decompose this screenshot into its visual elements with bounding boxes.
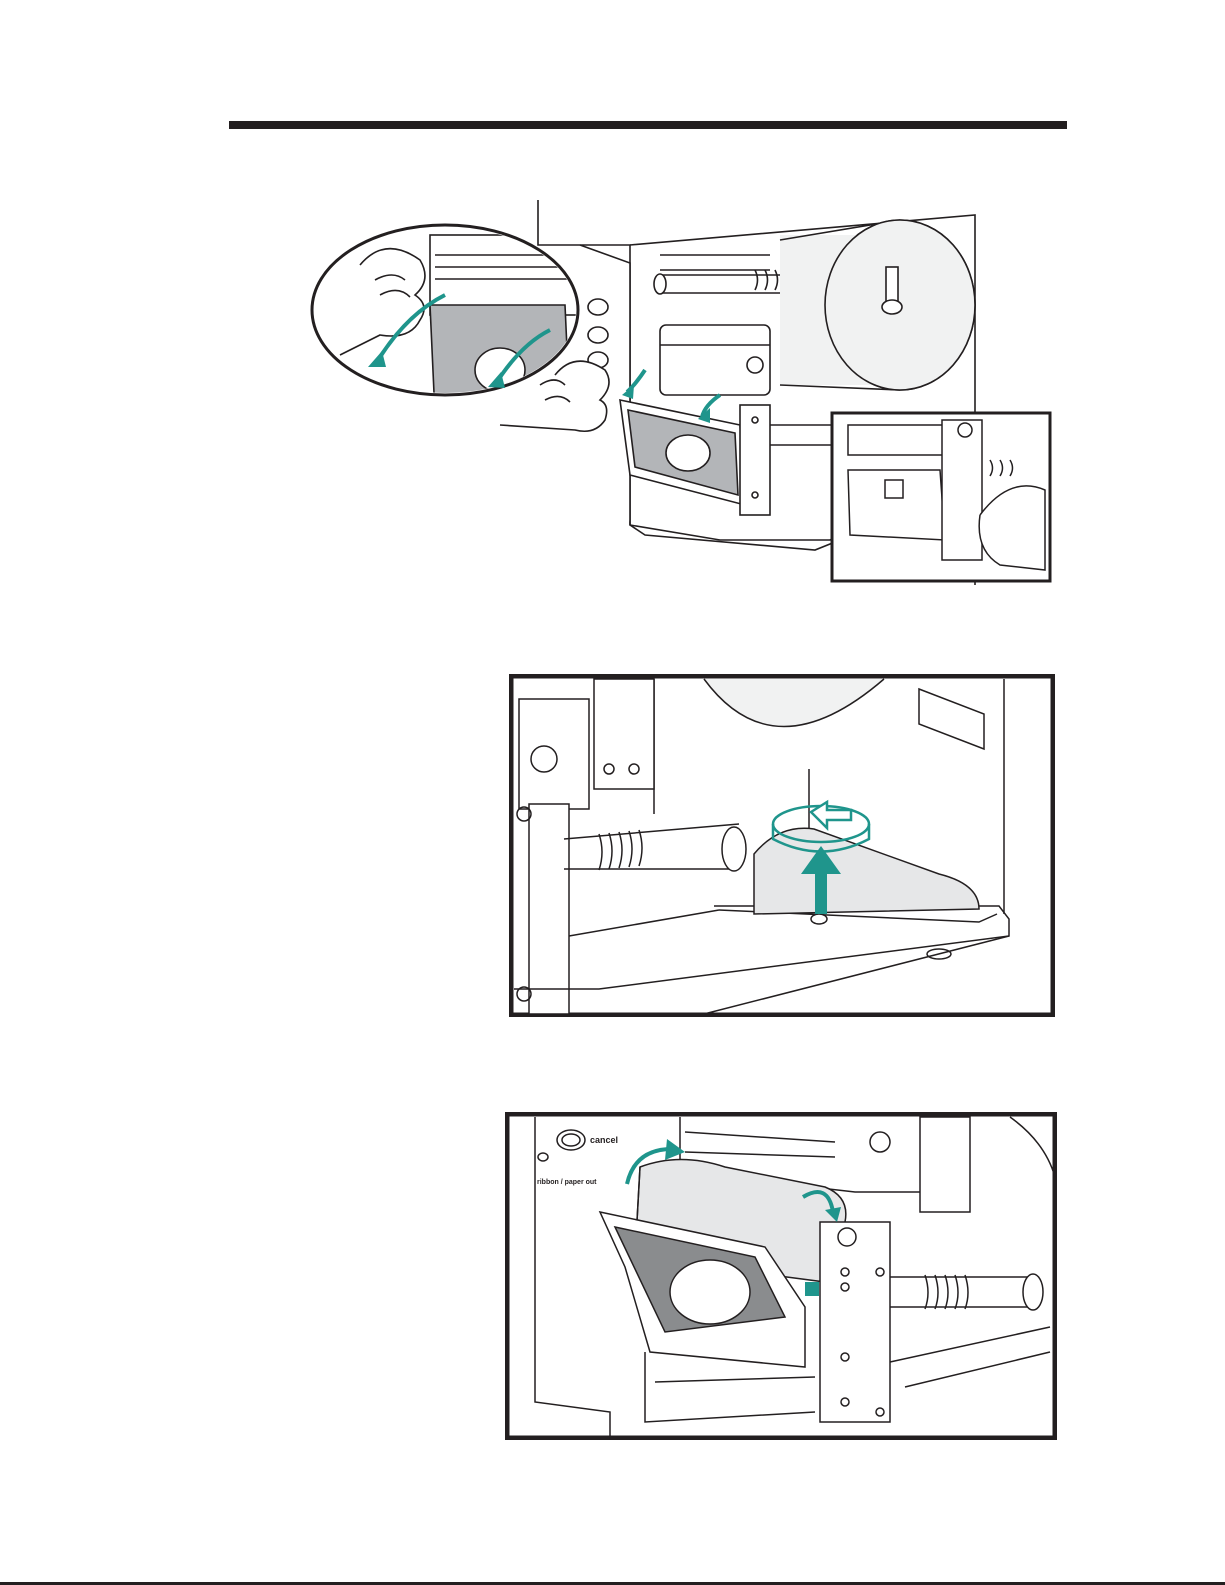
ribbon-paper-out-label: ribbon / paper out	[537, 1179, 597, 1186]
figure-open-rewind-plate	[300, 195, 1060, 590]
detail-oval	[312, 225, 580, 415]
figure-wrap-media: cancel ribbon / paper out	[505, 1112, 1057, 1440]
pause-button[interactable]	[538, 1153, 548, 1161]
plate-latch[interactable]	[805, 1282, 819, 1296]
header-rule	[229, 121, 1067, 129]
figure-rotate-spindle	[509, 674, 1055, 1017]
cancel-label: cancel	[590, 1135, 618, 1145]
detail-inset	[832, 413, 1050, 581]
cancel-button[interactable]	[557, 1130, 585, 1150]
